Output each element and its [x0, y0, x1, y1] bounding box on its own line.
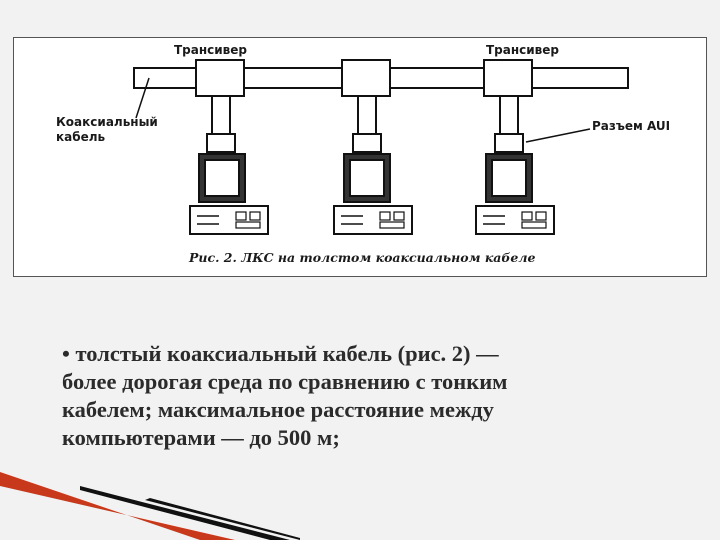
drop-cable [357, 95, 377, 135]
figure-frame: Трансивер Трансивер Коаксиальный кабель … [13, 37, 707, 277]
transceiver-label: Трансивер [174, 43, 247, 57]
black-swoosh [80, 486, 290, 540]
computer [189, 153, 269, 235]
bullet-line: кабелем; максимальное расстояние между [62, 397, 494, 422]
drop-cable [499, 95, 519, 135]
computer [333, 153, 413, 235]
black-swoosh [145, 498, 300, 540]
bullet-line: компьютерами — до 500 м; [62, 425, 340, 450]
computer [475, 153, 555, 235]
transceiver-label: Трансивер [486, 43, 559, 57]
aui-label: Разъем AUI [592, 119, 670, 133]
bullet-paragraph: • толстый коаксиальный кабель (рис. 2) —… [62, 340, 662, 452]
aui-connector [206, 133, 236, 153]
transceiver-box [195, 59, 245, 97]
aui-leader-line [525, 128, 591, 143]
corner-decoration [0, 450, 300, 540]
bullet-line: • толстый коаксиальный кабель (рис. 2) — [62, 341, 499, 366]
coax-cable-label: кабель [56, 130, 106, 144]
figure-caption: Рис. 2. ЛКС на толстом коаксиальном кабе… [188, 250, 536, 265]
transceiver-box [483, 59, 533, 97]
drop-cable [211, 95, 231, 135]
coax-cable-label: Коаксиальный [56, 115, 158, 129]
coax-leader-line [135, 77, 150, 119]
aui-connector [352, 133, 382, 153]
transceiver-box [341, 59, 391, 97]
aui-connector [494, 133, 524, 153]
red-swoosh [0, 450, 235, 540]
bullet-line: более дорогая среда по сравнению с тонки… [62, 369, 508, 394]
network-diagram: Трансивер Трансивер Коаксиальный кабель … [56, 43, 670, 265]
